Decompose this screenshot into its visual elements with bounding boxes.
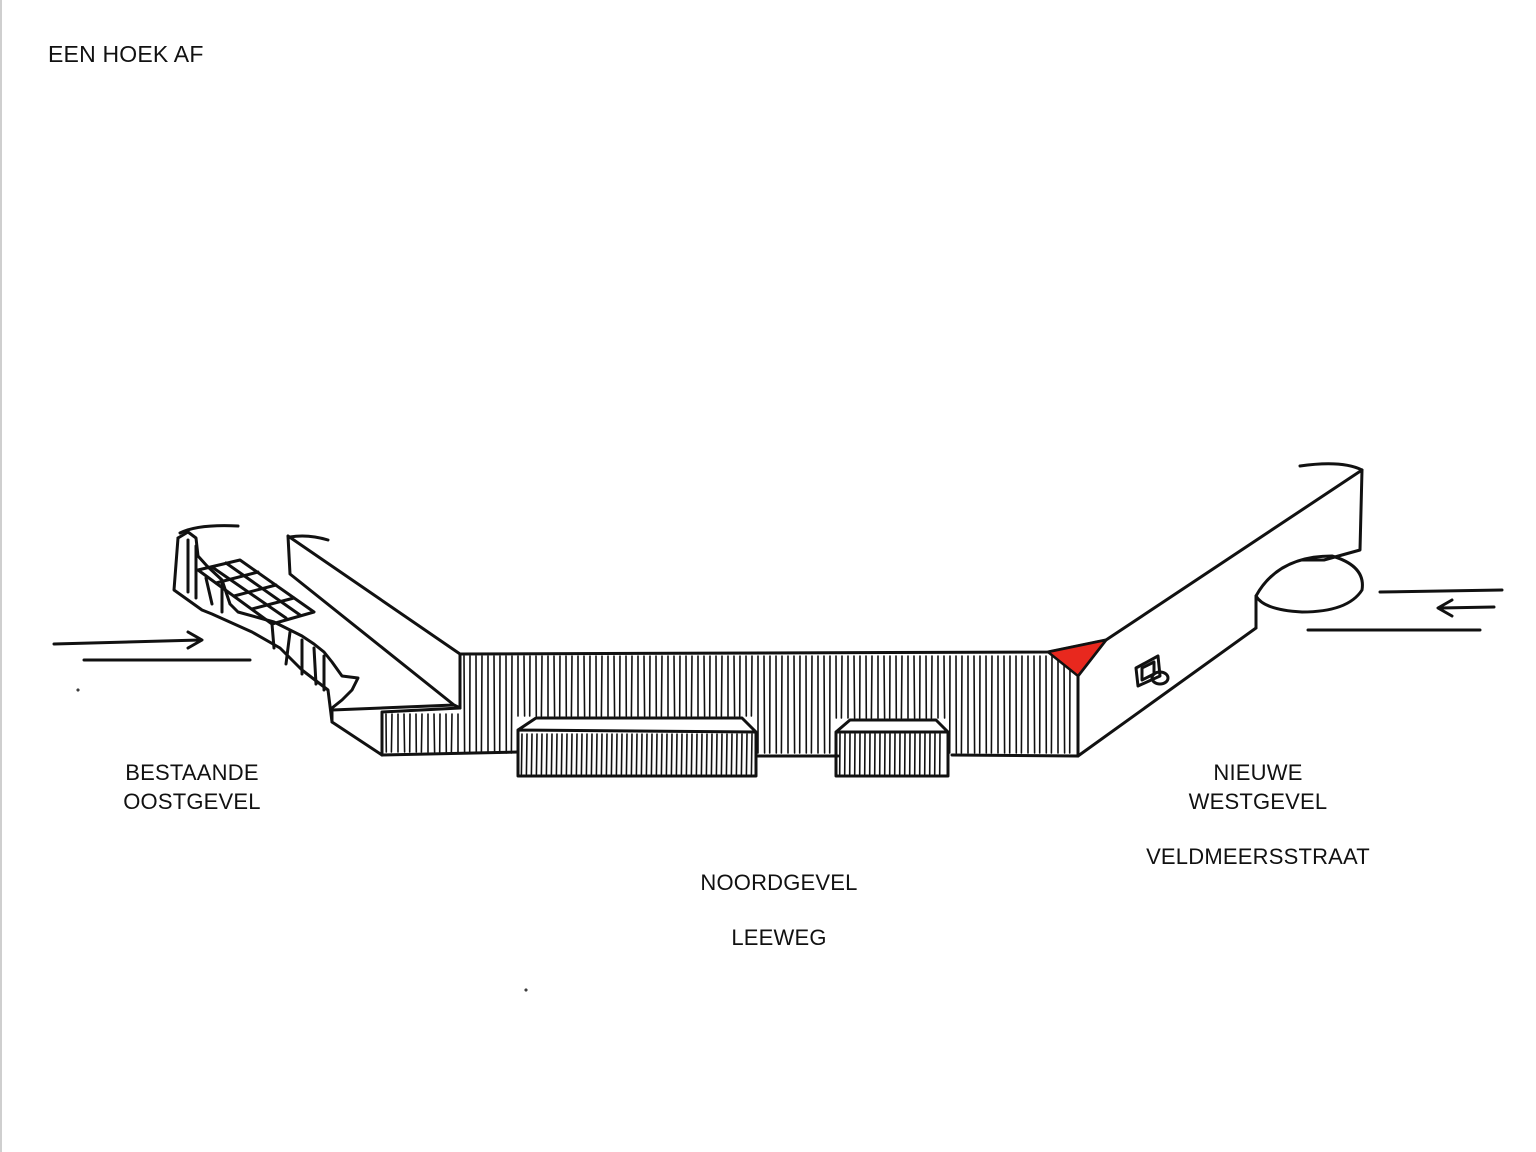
east-facade-step-lines xyxy=(186,538,326,692)
west-facade-street-label: VELDMEERSSTRAAT xyxy=(1146,844,1370,869)
west-facade-label: NIEUWE WESTGEVEL VELDMEERSSTRAAT xyxy=(1132,758,1384,871)
north-facade-label-line1: NOORDGEVEL xyxy=(700,870,858,895)
east-facade-label-line1: BESTAANDE xyxy=(125,760,259,785)
arrow-left-top xyxy=(52,630,204,650)
north-facade-label: NOORDGEVEL LEEWEG xyxy=(662,868,896,952)
north-volume-left xyxy=(516,716,758,778)
west-wing-slab xyxy=(1076,468,1364,758)
label-spacer xyxy=(662,897,896,923)
west-facade-label-line1: NIEUWE xyxy=(1213,760,1303,785)
solar-panel-icon xyxy=(196,558,316,650)
cladding-lines xyxy=(520,733,753,775)
east-wing-slab xyxy=(286,534,462,757)
east-facade-label: BESTAANDE OOSTGEVEL xyxy=(102,758,282,816)
east-facade-outline xyxy=(176,530,360,710)
pencil-dot xyxy=(76,688,80,692)
page-title: EEN HOEK AF xyxy=(48,41,204,67)
west-facade-label-line2: WESTGEVEL xyxy=(1188,789,1328,814)
north-facade-cladding xyxy=(385,655,1071,754)
north-volume-right xyxy=(834,718,950,778)
west-wing-canopy xyxy=(1254,554,1364,614)
west-wing-entrance-icon xyxy=(1134,654,1170,688)
curve-mark-right xyxy=(1298,462,1364,472)
north-facade-street-label: LEEWEG xyxy=(731,925,827,950)
cut-corner-triangle xyxy=(1046,638,1108,678)
label-spacer xyxy=(1132,816,1384,842)
curve-mark-left-inner xyxy=(288,534,330,542)
arrow-right-top-line xyxy=(1378,588,1504,594)
curve-mark-left-outer xyxy=(178,524,240,535)
north-volume-cladding xyxy=(520,733,941,775)
cladding-lines xyxy=(838,733,941,775)
pencil-dot xyxy=(524,988,528,992)
east-facade-front xyxy=(172,536,334,724)
cladding-lines xyxy=(385,713,459,753)
cladding-lines xyxy=(463,655,1071,754)
arrow-right-middle xyxy=(1436,598,1496,618)
east-facade-label-line2: OOSTGEVEL xyxy=(123,789,261,814)
